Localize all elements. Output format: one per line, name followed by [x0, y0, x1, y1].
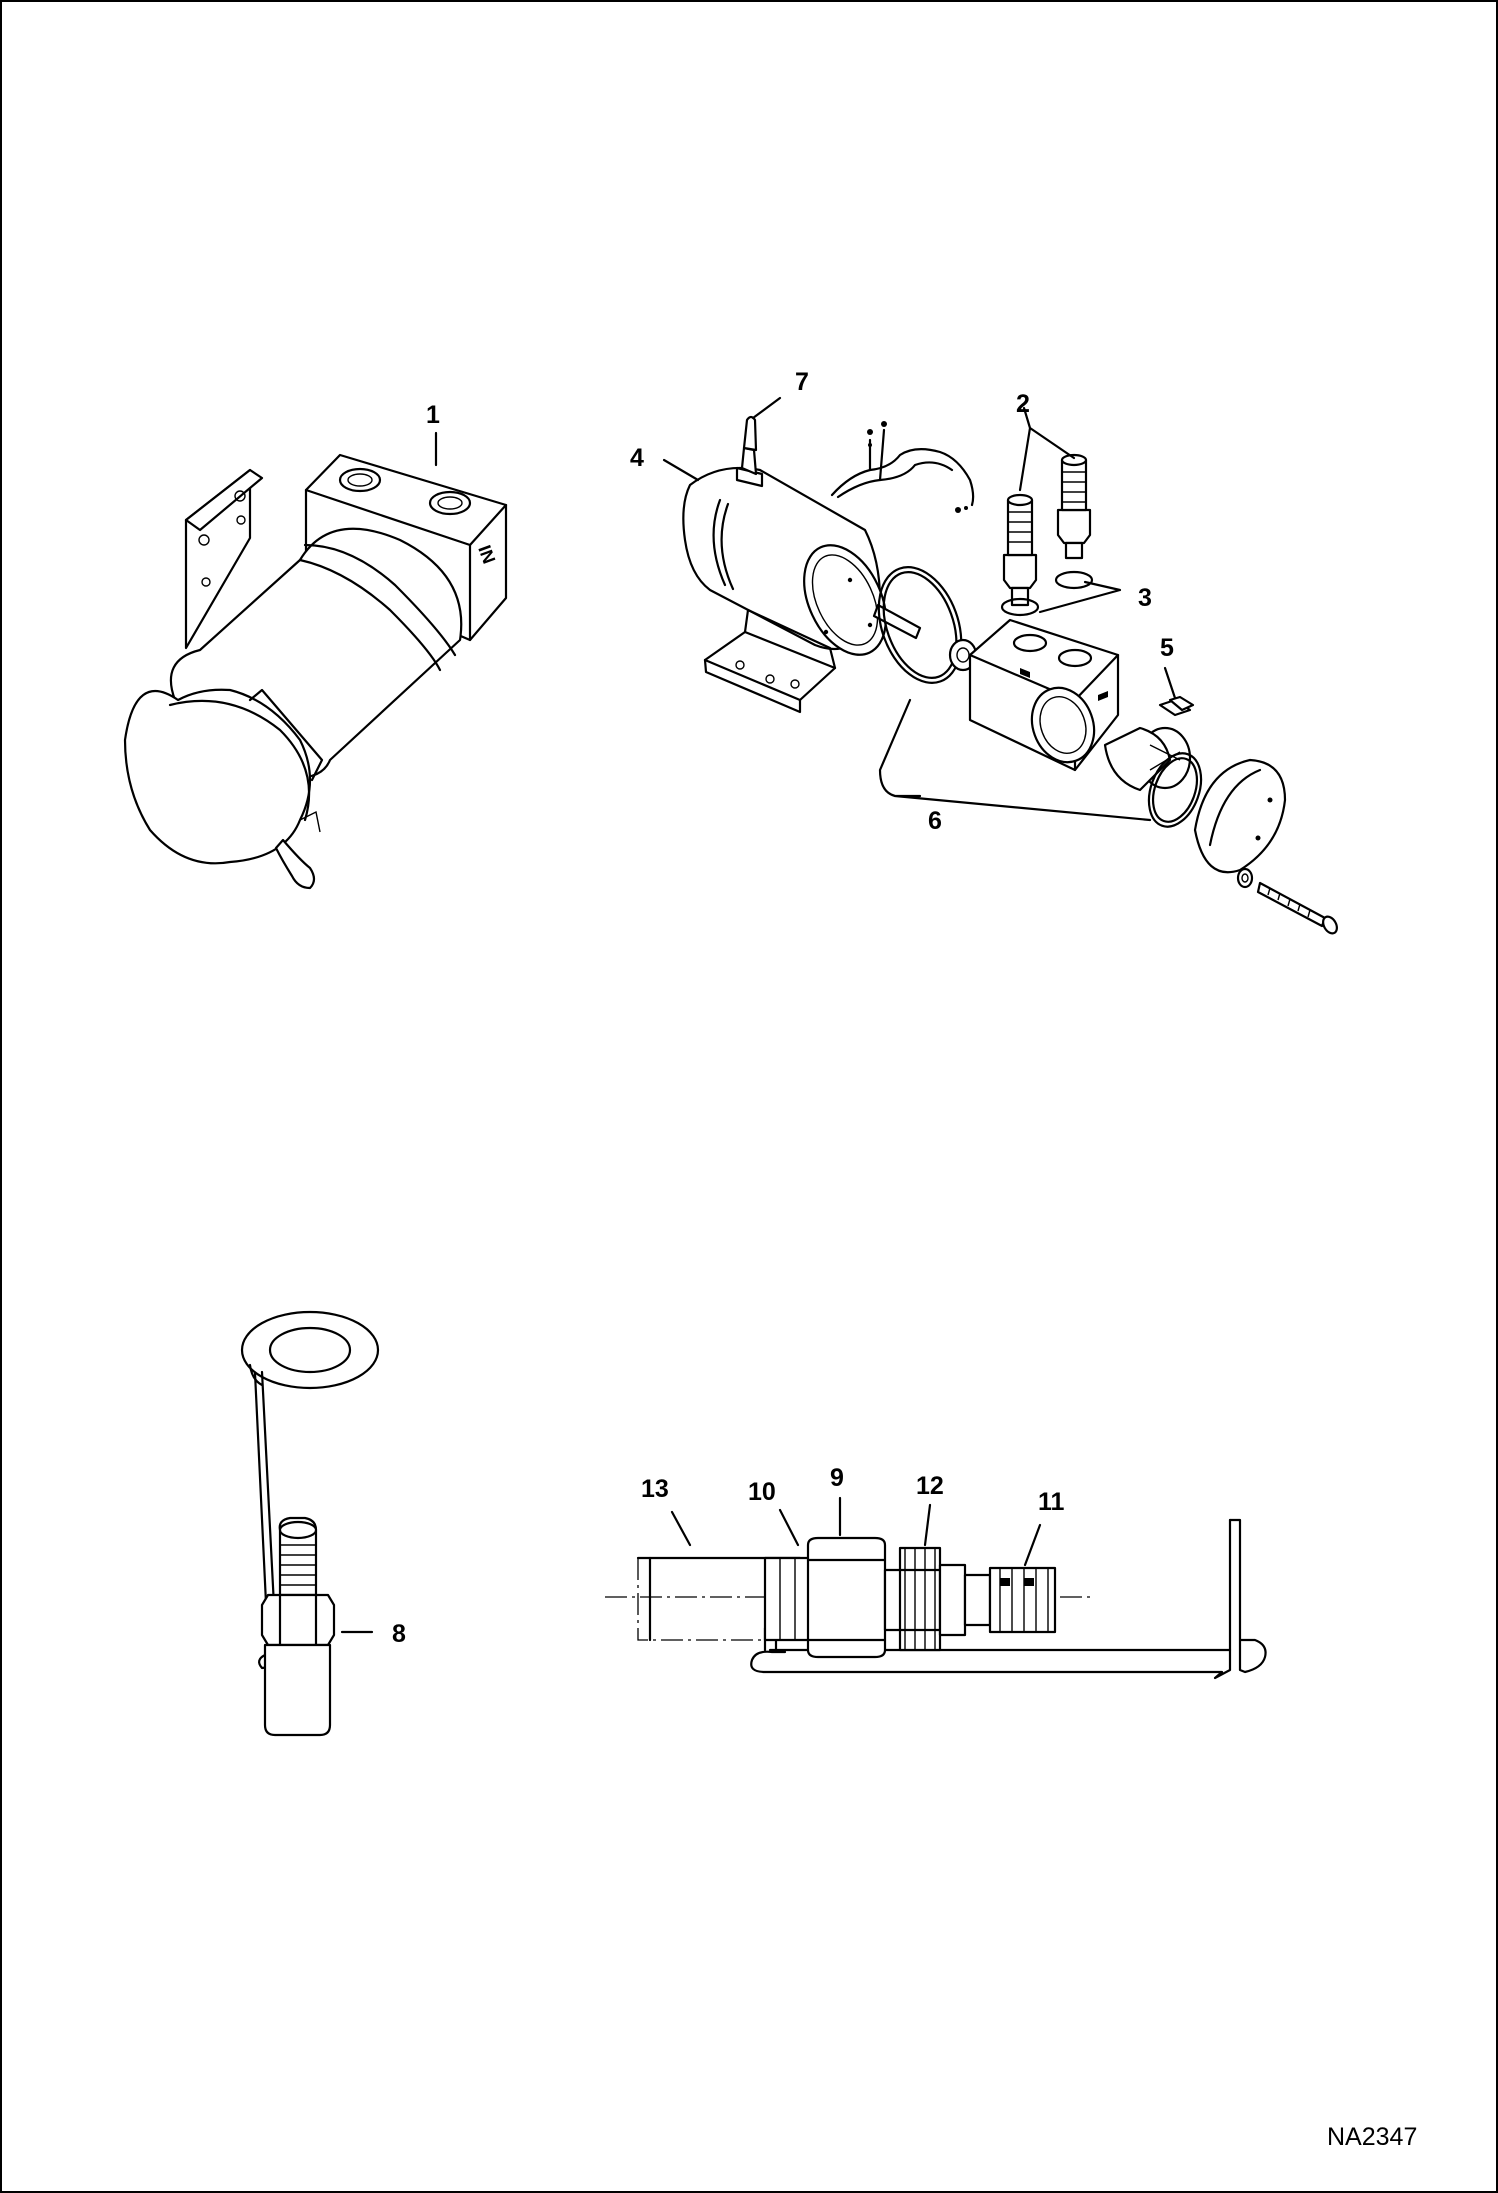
callout-9: 9 — [830, 1464, 844, 1492]
callout-7: 7 — [795, 368, 809, 396]
fitting-left — [1002, 493, 1038, 607]
callout-5: 5 — [1160, 634, 1174, 662]
callout-10: 10 — [748, 1478, 776, 1506]
callout-8: 8 — [392, 1620, 406, 1648]
callout-3: 3 — [1138, 584, 1152, 612]
pump-assembly-part-1: IN — [123, 453, 508, 890]
callout-13: 13 — [641, 1475, 669, 1503]
callout-1: 1 — [426, 401, 440, 429]
leader-lines — [340, 396, 1177, 1634]
callout-11: 11 — [1038, 1488, 1065, 1516]
callout-6: 6 — [928, 807, 942, 835]
in-port-marking: IN — [474, 543, 499, 567]
callout-4: 4 — [630, 444, 644, 472]
callout-12: 12 — [916, 1472, 944, 1500]
pump-exploded-view — [682, 415, 1338, 935]
inline-filter-assembly — [605, 1518, 1267, 1680]
level-sender-part-8 — [240, 1310, 380, 1737]
figure-id: NA2347 — [1327, 2123, 1417, 2151]
callout-2: 2 — [1016, 390, 1030, 418]
fitting-right — [1056, 453, 1092, 560]
